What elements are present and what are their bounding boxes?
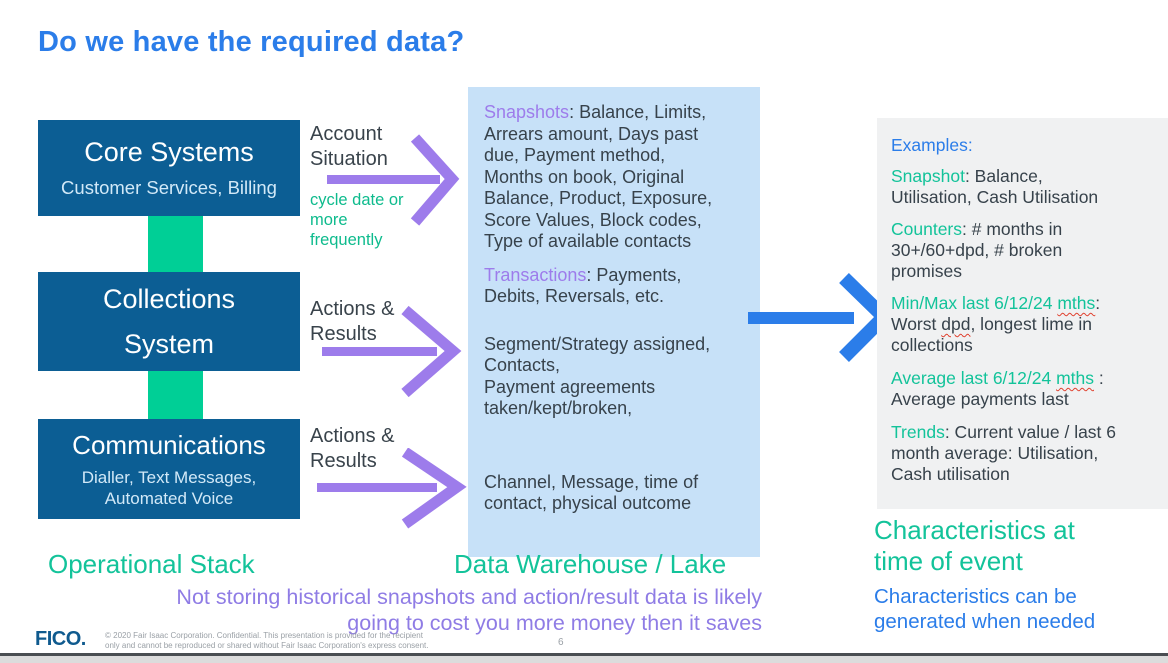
snapshots-text: : Balance, Limits, Arrears amount, Days …	[484, 102, 713, 251]
transactions-keyword: Transactions	[484, 264, 587, 285]
flow-label-actions-results-2: Actions & Results	[310, 425, 395, 472]
communications-title: Communications	[72, 429, 266, 460]
average-text: Average payments last	[891, 389, 1069, 409]
average-paragraph: Average last 6/12/24 mths : Average paym…	[891, 368, 1132, 410]
average-separator: :	[1098, 368, 1104, 388]
warning-note: Not storing historical snapshots and act…	[176, 585, 762, 635]
characteristics-subheading: Characteristics can be generated when ne…	[874, 585, 1096, 633]
fico-logo: FICO.	[35, 628, 86, 650]
snapshots-paragraph: Snapshots: Balance, Limits, Arrears amou…	[484, 102, 744, 253]
counters-text: : # months in 30+/60+dpd, # broken promi…	[891, 219, 1063, 281]
examples-label: Examples:	[891, 135, 973, 155]
snapshot-text: : Balance, Utilisation, Cash Utilisation	[891, 166, 1099, 207]
minmax-paragraph: Min/Max last 6/12/24 mths: Worst dpd, lo…	[891, 293, 1132, 356]
flow-label-actions-results-1: Actions & Results	[310, 298, 395, 345]
connector-bar	[148, 369, 203, 421]
collections-system-box: Collections System	[38, 272, 300, 371]
snapshots-keyword: Snapshots	[484, 102, 570, 122]
characteristics-heading: Characteristics at time of event	[874, 515, 1075, 576]
counters-keyword: Counters	[891, 219, 963, 239]
collections-data-paragraph: Segment/Strategy assigned, Contacts, Pay…	[484, 333, 711, 419]
flow-note-cycle-date: cycle date or more frequently	[310, 191, 404, 249]
minmax-keyword-mths: mths	[1057, 293, 1096, 313]
transactions-paragraph: Transactions: Payments, Debits, Reversal…	[484, 265, 744, 308]
minmax-separator: :	[1095, 293, 1101, 313]
blue-arrow-icon	[748, 272, 891, 362]
minmax-text-rest: , longest lime in collections	[891, 314, 1093, 355]
bottom-divider	[0, 653, 1168, 656]
core-systems-title: Core Systems	[84, 137, 254, 167]
communications-subtitle: Dialler, Text Messages, Automated Voice	[81, 467, 257, 508]
average-keyword-mths: mths	[1056, 368, 1095, 388]
trends-text: : Current value / last 6 month average: …	[891, 422, 1117, 484]
core-systems-subtitle: Customer Services, Billing	[61, 177, 277, 198]
copyright-text: © 2020 Fair Isaac Corporation. Confident…	[105, 631, 429, 650]
minmax-keyword: Min/Max last 6/12/24	[891, 293, 1058, 313]
transactions-text: : Payments, Debits, Reversals, etc.	[484, 264, 682, 307]
purple-arrow-icon	[327, 134, 460, 226]
data-warehouse-panel: Snapshots: Balance, Limits, Arrears amou…	[468, 87, 760, 557]
characteristics-panel: Examples: Snapshot: Balance, Utilisation…	[877, 118, 1168, 509]
snapshot-keyword: Snapshot	[891, 166, 965, 186]
data-warehouse-label: Data Warehouse / Lake	[454, 549, 727, 579]
average-keyword: Average last 6/12/24	[891, 368, 1057, 388]
minmax-text-dpd: dpd	[941, 314, 971, 334]
purple-arrow-icon	[322, 305, 462, 397]
operational-stack-label: Operational Stack	[48, 549, 255, 579]
communications-box: Communications Dialler, Text Messages, A…	[38, 419, 300, 519]
core-systems-box: Core Systems Customer Services, Billing	[38, 120, 300, 216]
bottom-strip	[0, 656, 1168, 663]
collections-system-title: Collections System	[102, 283, 236, 359]
minmax-text: Worst	[891, 314, 942, 334]
connector-bar	[148, 214, 203, 274]
communications-data-paragraph: Channel, Message, time of contact, physi…	[484, 471, 699, 514]
snapshot-paragraph: Snapshot: Balance, Utilisation, Cash Uti…	[891, 166, 1132, 208]
purple-arrow-icon	[317, 448, 467, 529]
page-title: Do we have the required data?	[38, 26, 465, 58]
trends-keyword: Trends	[891, 422, 945, 442]
counters-paragraph: Counters: # months in 30+/60+dpd, # brok…	[891, 219, 1132, 282]
page-number: 6	[558, 637, 564, 648]
flow-label-account-situation: Account Situation	[310, 123, 388, 170]
trends-paragraph: Trends: Current value / last 6 month ave…	[891, 422, 1132, 485]
